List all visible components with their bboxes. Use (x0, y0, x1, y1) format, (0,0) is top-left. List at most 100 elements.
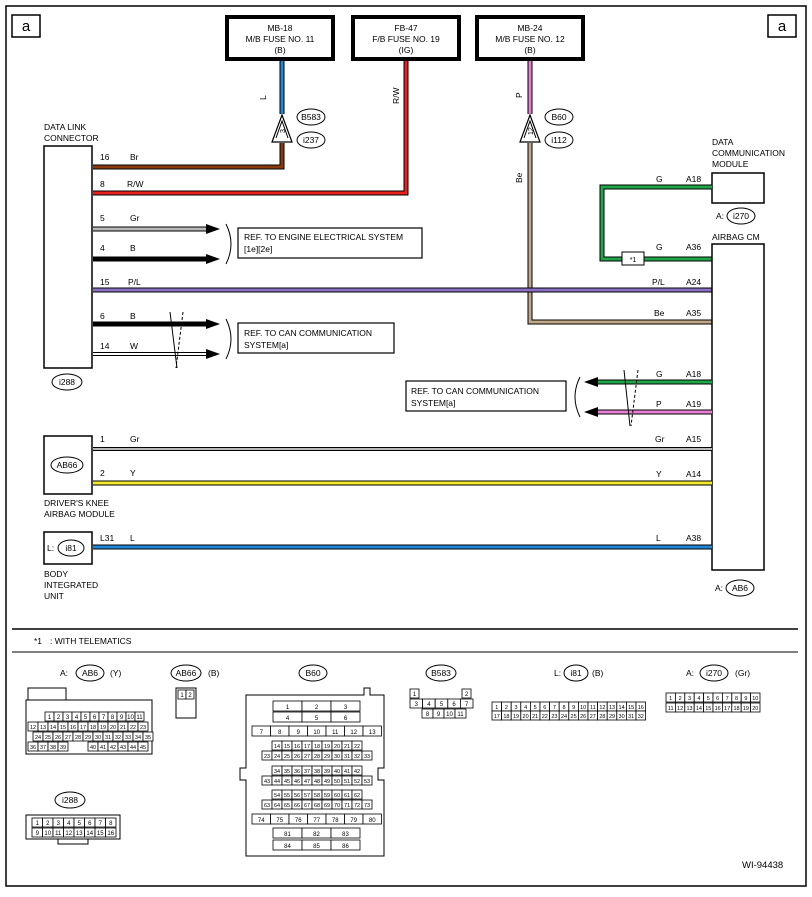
svg-text:A24: A24 (686, 277, 701, 287)
pin-number: 43 (120, 745, 126, 751)
pin-cell (134, 711, 145, 722)
pin-number: 19 (513, 714, 519, 720)
pin-cell (330, 711, 361, 723)
footnote-mark: *1 (34, 636, 42, 646)
pin-number: 1 (48, 715, 52, 721)
svg-text:AIRBAG MODULE: AIRBAG MODULE (44, 509, 115, 519)
pin-number: 63 (264, 803, 270, 809)
svg-text:B583: B583 (301, 112, 321, 122)
svg-text:B: B (130, 311, 136, 321)
wire-rw-red (93, 61, 409, 196)
svg-text:SYSTEM[a]: SYSTEM[a] (244, 340, 288, 350)
svg-text:R/W: R/W (127, 179, 144, 189)
pin-number: 10 (44, 831, 51, 837)
option-mark: *1 (621, 251, 645, 266)
pin-number: 28 (599, 714, 605, 720)
pin-number: 14 (50, 725, 56, 731)
svg-text:P: P (656, 399, 662, 409)
svg-text:COMMUNICATION: COMMUNICATION (712, 148, 785, 158)
svg-text:i288: i288 (62, 795, 78, 805)
data-communication-module: DATA COMMUNICATION MODULE A: i270 G A18 (656, 137, 785, 225)
svg-text:6: 6 (100, 311, 105, 321)
svg-text:A36: A36 (686, 242, 701, 252)
svg-text:(B): (B) (524, 45, 536, 55)
pin-number: 65 (284, 803, 290, 809)
svg-text:Gr: Gr (130, 213, 140, 223)
pin-cell (330, 839, 361, 851)
svg-text:4: 4 (100, 243, 105, 253)
pin-number: 27 (65, 735, 71, 741)
pin-number: 7 (102, 715, 106, 721)
svg-text:AB6: AB6 (732, 583, 748, 593)
pin-number: 3 (688, 696, 691, 702)
pin-number: 5 (440, 702, 444, 708)
svg-text:W: W (130, 341, 138, 351)
twist-mark-left (169, 311, 184, 369)
pin-number: 11 (668, 706, 674, 712)
svg-text:A:: A: (715, 583, 723, 593)
pin-number: 21 (532, 714, 538, 720)
pin-number: 30 (619, 714, 625, 720)
pin-number: 77 (313, 818, 320, 824)
pin-number: 7 (260, 730, 264, 736)
pin-number: 5 (84, 715, 88, 721)
pin-number: 83 (342, 832, 349, 838)
svg-text:15: 15 (100, 277, 110, 287)
svg-text:B583: B583 (431, 668, 451, 678)
svg-text:i81: i81 (65, 543, 77, 553)
pin-number: 26 (55, 735, 61, 741)
pin-cell (362, 725, 382, 737)
pin-number: 20 (334, 744, 340, 750)
svg-text:i81: i81 (570, 668, 582, 678)
svg-text:G: G (656, 369, 663, 379)
svg-text:P/L: P/L (652, 277, 665, 287)
pin-number: 86 (342, 844, 349, 850)
pin-number: 62 (354, 793, 360, 799)
pin-number: 67 (304, 803, 310, 809)
biu-color: L (130, 533, 135, 543)
wire-b-can-arrow (93, 319, 220, 329)
pin-number: 6 (452, 702, 456, 708)
figure-id: WI-94438 (742, 860, 783, 871)
pin-number: 23 (264, 754, 270, 760)
pin-number: 7 (726, 696, 729, 702)
pin-cell (361, 775, 373, 786)
pin-number: 2 (505, 705, 508, 711)
pin-number: 23 (551, 714, 557, 720)
pin-number: 1 (495, 705, 498, 711)
svg-text:8: 8 (100, 179, 105, 189)
pin-number: 29 (85, 735, 91, 741)
pin-number: 25 (284, 754, 290, 760)
svg-text:(IG): (IG) (399, 45, 414, 55)
pin-number: 23 (140, 725, 146, 731)
pin-number: 16 (715, 706, 721, 712)
pin-cell (142, 731, 154, 742)
pin-number: 72 (354, 803, 360, 809)
pin-cell (750, 692, 761, 703)
pin-number: 30 (95, 735, 101, 741)
pin-number: 57 (304, 793, 310, 799)
pin-number: 24 (35, 735, 41, 741)
pin-number: 17 (494, 714, 500, 720)
svg-text:L: L (656, 533, 661, 543)
pin-number: 16 (638, 705, 644, 711)
svg-text:Br: Br (130, 152, 139, 162)
pin-number: 12 (30, 725, 36, 731)
fuse-mb24: MB-24 M/B FUSE NO. 12 (B) (475, 15, 585, 61)
pin-number: 29 (324, 754, 330, 760)
pin-number: 13 (609, 705, 615, 711)
svg-text:DATA LINK: DATA LINK (44, 122, 87, 132)
pin-number: 47 (304, 779, 310, 785)
pin-number: 22 (542, 714, 548, 720)
svg-text:(B): (B) (592, 668, 604, 678)
body-integrated-unit: L: i81 BODY INTEGRATED UNIT (43, 531, 98, 601)
pin-number: 44 (274, 779, 280, 785)
svg-text:L:: L: (47, 543, 54, 553)
pin-cell (750, 702, 761, 713)
svg-text:DATA: DATA (712, 137, 734, 147)
pin-number: 3 (344, 705, 348, 711)
pin-number: 27 (304, 754, 310, 760)
pin-number: 31 (628, 714, 634, 720)
